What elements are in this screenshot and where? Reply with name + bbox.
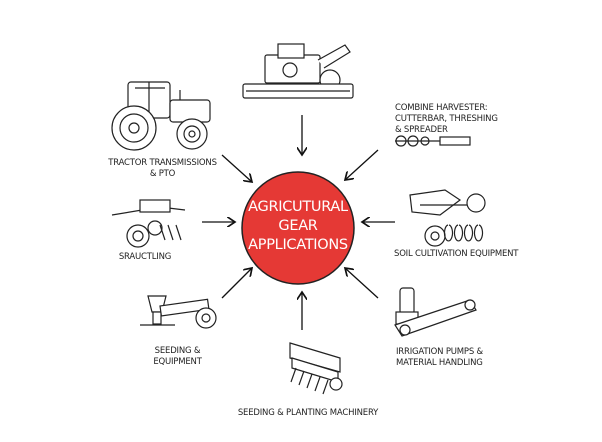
- label-irrigation: IRRIGATION PUMPS & MATERIAL HANDLING: [396, 347, 483, 369]
- arrow-bottom-right: [345, 268, 379, 299]
- arrow-top-left: [221, 154, 252, 182]
- center-title-line: APPLICATIONS: [248, 237, 348, 253]
- center-circle: [241, 171, 355, 285]
- label-line: SOIL CULTIVATION EQUIPMENT: [394, 249, 519, 259]
- arrow-top-right: [345, 149, 379, 180]
- label-line: & SPREADER: [395, 125, 448, 135]
- seed-drill-icon: [289, 342, 343, 395]
- label-line: & PTO: [149, 169, 176, 179]
- label-line: MATERIAL HANDLING: [396, 358, 483, 368]
- label-tractor-transmissions: TRACTOR TRANSMISSIONS & PTO: [100, 158, 225, 180]
- arrow-bottom-left: [221, 268, 252, 299]
- center-title-line: AGRICUTURAL: [248, 199, 348, 215]
- label-line: EQUIPMENT: [153, 357, 202, 367]
- gear-shaft-icon: [395, 135, 471, 147]
- seeder-icon: [140, 295, 217, 329]
- tractor-icon: [111, 81, 211, 151]
- label-combine-harvester: COMBINE HARVESTER: CUTTERBAR, THRESHING …: [395, 103, 498, 136]
- label-line: CUTTERBAR, THRESHING: [395, 114, 498, 124]
- combine-harvester-icon: [242, 43, 354, 99]
- label-line: IRRIGATION PUMPS &: [396, 347, 483, 357]
- tillage-implement-icon: [111, 199, 186, 248]
- label-srauctling: SRAUCTLING: [110, 252, 180, 263]
- label-seeding-planting: SEEDING & PLANTING MACHINERY: [228, 408, 388, 419]
- label-line: COMBINE HARVESTER:: [395, 103, 488, 113]
- label-seeding-equipment: SEEDING & EQUIPMENT: [140, 346, 215, 368]
- label-line: SRAUCTLING: [118, 252, 172, 262]
- label-soil-cultivation: SOIL CULTIVATION EQUIPMENT: [394, 249, 518, 260]
- center-title: AGRICUTURAL GEAR APPLICATIONS: [243, 198, 353, 255]
- plough-disc-harrow-icon: [409, 189, 486, 247]
- pump-conveyor-icon: [394, 287, 477, 337]
- center-title-line: GEAR: [278, 218, 318, 234]
- label-line: SEEDING & PLANTING MACHINERY: [237, 408, 379, 418]
- label-line: SEEDING &: [154, 346, 201, 356]
- label-line: TRACTOR TRANSMISSIONS: [108, 158, 217, 168]
